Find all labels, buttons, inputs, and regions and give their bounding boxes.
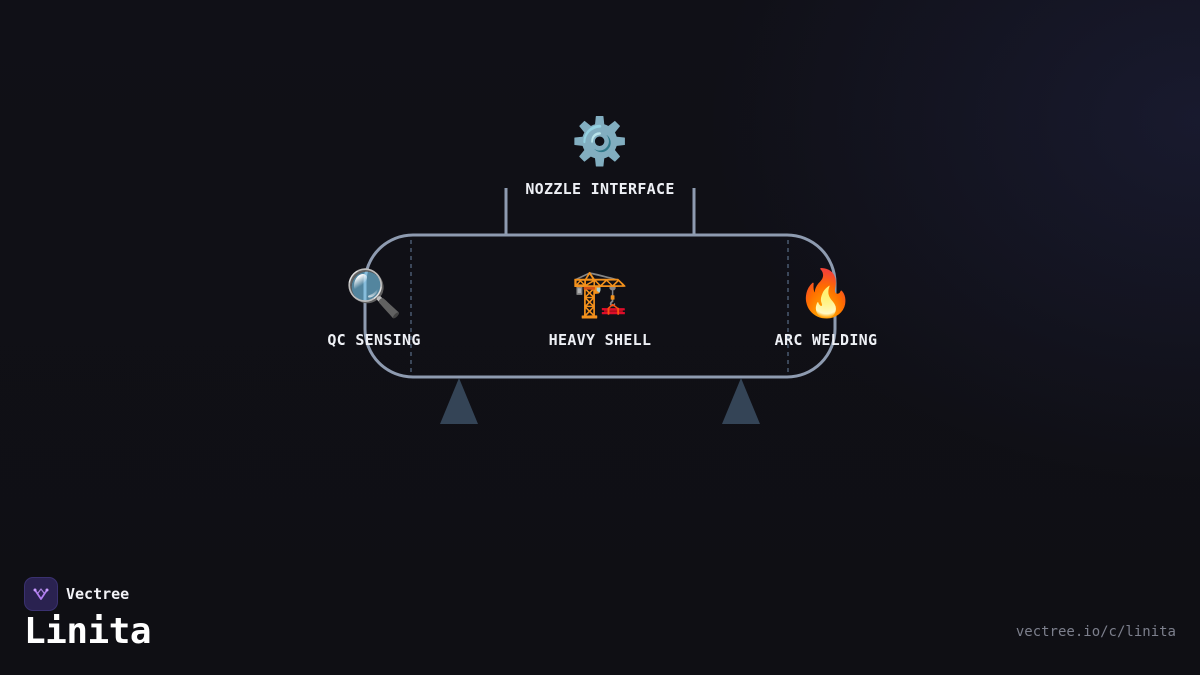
nozzle-interface-label: NOZZLE INTERFACE [525, 180, 675, 198]
brand: Vectree [24, 577, 129, 611]
fire-icon: 🔥 [797, 266, 855, 320]
vectree-logo-icon [24, 577, 58, 611]
support-right [722, 378, 760, 424]
brand-name: Vectree [66, 585, 130, 603]
arc-welding-label: ARC WELDING [774, 331, 878, 349]
source-url[interactable]: vectree.io/c/linita [1015, 624, 1176, 640]
crane-icon: 🏗️ [571, 266, 629, 320]
qc-sensing-label: QC SENSING [327, 331, 421, 349]
heavy-shell-label: HEAVY SHELL [548, 331, 652, 349]
product-title: Linita [24, 611, 152, 652]
vessel-shell [363, 233, 837, 379]
gear-icon: ⚙️ [571, 114, 629, 168]
magnifier-icon: 🔍 [345, 266, 403, 320]
support-left [440, 378, 478, 424]
